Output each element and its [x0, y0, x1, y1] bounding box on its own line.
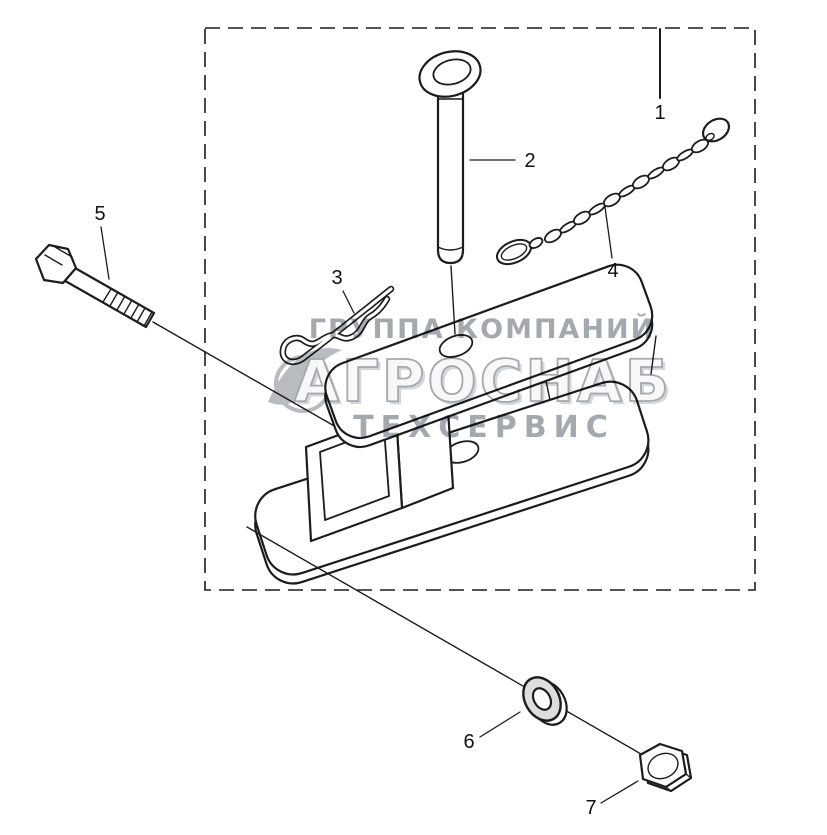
part7-leader-line — [600, 780, 639, 804]
part5-leader-line — [100, 226, 110, 280]
part-label-4: 4 — [607, 260, 618, 282]
pin-tip-line — [437, 246, 464, 251]
part3-leader-line — [342, 290, 355, 314]
nut-chamfer — [647, 752, 679, 780]
clevis-pin: 2 — [418, 50, 536, 335]
part-label-6: 6 — [463, 731, 474, 753]
watermark: ГРУППА КОМПАНИЙ АГРОСНАБ АГРОСНАБ ТЕХСЕР… — [268, 313, 675, 445]
hex-nut: 7 — [585, 742, 693, 819]
chain-connector-link — [528, 237, 544, 249]
chain-links — [543, 138, 710, 244]
chain-end-cap-eyelet — [705, 132, 715, 142]
pin-shaft — [436, 88, 465, 265]
watermark-line2: АГРОСНАБ — [294, 347, 672, 415]
bolt-threads — [102, 288, 153, 327]
part6-leader-line — [479, 711, 521, 738]
watermark-line1: ГРУППА КОМПАНИЙ — [309, 313, 655, 345]
part-label-2: 2 — [524, 150, 535, 172]
chain-ring-inner — [500, 243, 528, 261]
nut-edge — [665, 786, 672, 792]
watermark-line3: ТЕХСЕРВИС — [353, 410, 615, 445]
chain-assembly: 4 — [496, 117, 731, 282]
pin-alignment-line — [450, 265, 456, 335]
watermark-logo-leaf — [268, 348, 342, 405]
washer-hole — [531, 687, 553, 711]
top-plate-hole — [438, 334, 474, 358]
bolt-head-facet — [44, 254, 63, 266]
bolt-head — [34, 243, 78, 285]
hex-bolt: 5 — [34, 203, 351, 436]
hitch-body — [254, 263, 657, 585]
boundary-box: 1 — [204, 27, 756, 591]
watermark-line2-shadow: АГРОСНАБ — [297, 350, 675, 418]
top-plate — [324, 263, 654, 440]
chain-ring-outer — [496, 238, 532, 266]
part-label-5: 5 — [94, 203, 105, 225]
part-label-7: 7 — [585, 797, 596, 819]
chain-end-cap — [701, 117, 731, 143]
pin-loop-inner — [432, 58, 472, 86]
watermark-logo — [268, 348, 342, 413]
fastener-axis — [246, 526, 642, 755]
part4-leader-line — [604, 206, 613, 259]
assembly-boundary — [204, 27, 756, 591]
bolt-head-facet — [54, 246, 73, 258]
nut-edge — [685, 773, 692, 779]
part-label-3: 3 — [331, 267, 342, 289]
watermark-logo-ring — [274, 355, 332, 413]
web-edge — [650, 335, 657, 375]
washer: 6 — [463, 676, 568, 753]
nut-axis-line — [246, 526, 642, 755]
bolt-axis-line — [152, 321, 351, 436]
part-label-1: 1 — [654, 102, 665, 124]
